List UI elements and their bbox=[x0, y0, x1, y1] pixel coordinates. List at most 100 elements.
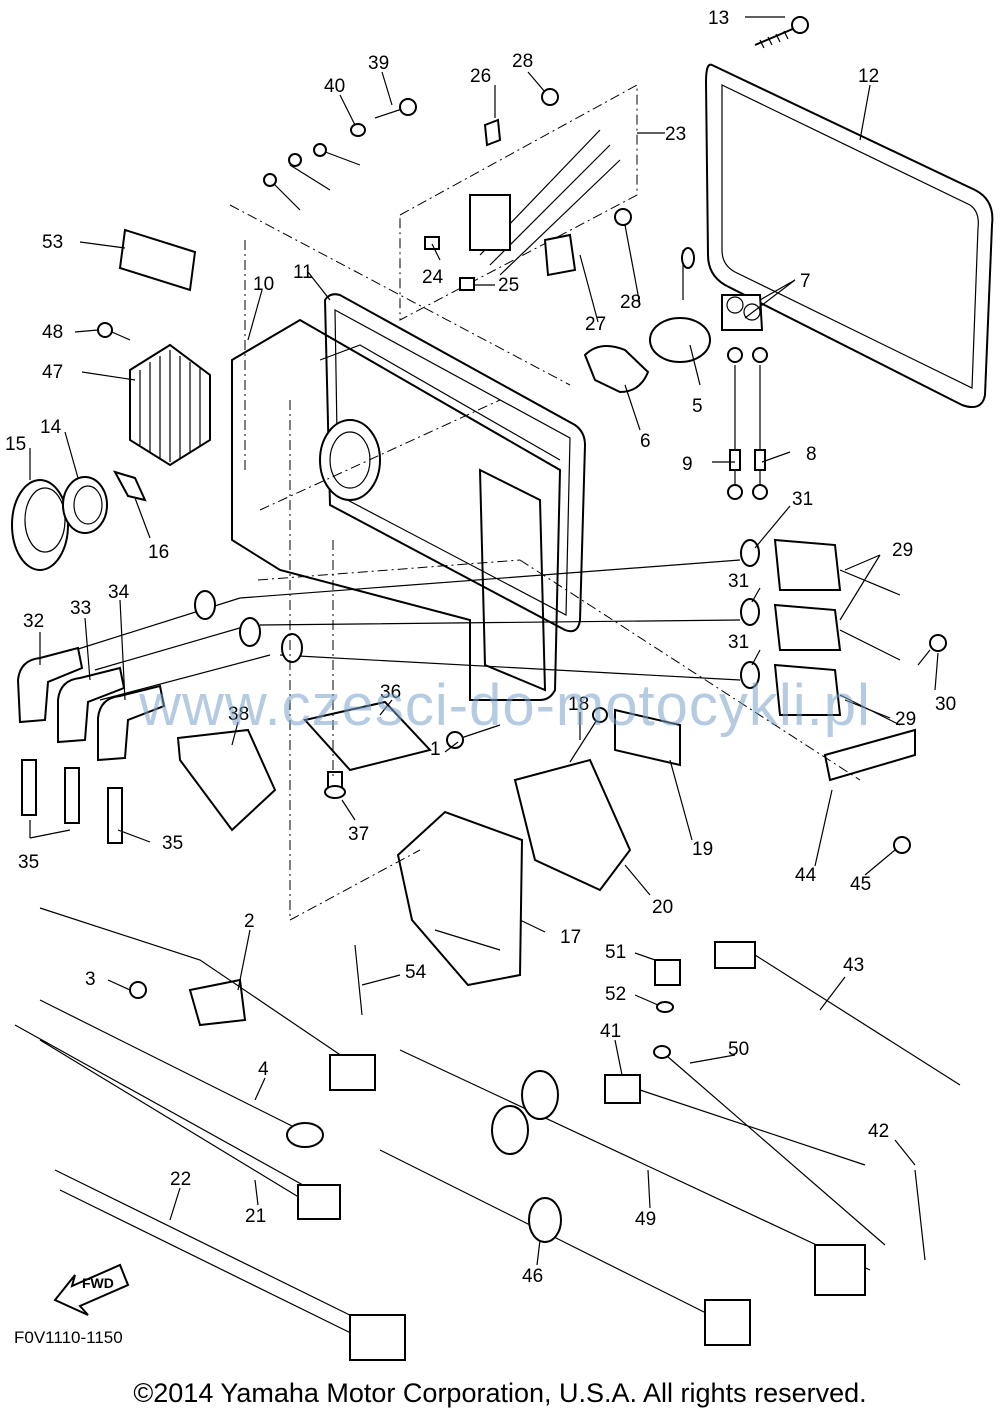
holder-6 bbox=[583, 345, 650, 394]
fuse-24 bbox=[424, 236, 440, 250]
harness-22 bbox=[54, 1169, 406, 1361]
battery-leads bbox=[263, 143, 361, 211]
callout-35b: 35 bbox=[162, 833, 183, 854]
callout-41: 41 bbox=[600, 1021, 621, 1042]
lead-4 bbox=[39, 999, 324, 1148]
callout-51: 51 bbox=[605, 942, 626, 963]
callout-49: 49 bbox=[635, 1209, 656, 1230]
bolt-30 bbox=[917, 634, 947, 666]
cdi-unit-17 bbox=[396, 810, 524, 987]
watermark: www.czesci-do-motocykli.pl bbox=[139, 673, 871, 738]
callout-46: 46 bbox=[522, 1266, 543, 1287]
fwd-label: FWD bbox=[82, 1275, 114, 1291]
callout-48: 48 bbox=[42, 322, 63, 343]
callout-25: 25 bbox=[498, 275, 519, 296]
callout-29a: 29 bbox=[892, 540, 913, 561]
callout-15: 15 bbox=[5, 434, 26, 455]
callout-30: 30 bbox=[935, 694, 956, 715]
callout-16: 16 bbox=[148, 542, 169, 563]
clamp-38 bbox=[176, 728, 277, 832]
callout-17: 17 bbox=[560, 927, 581, 948]
callout-12: 12 bbox=[858, 66, 879, 87]
fuse-25 bbox=[459, 277, 475, 291]
callout-1: 1 bbox=[430, 739, 441, 760]
bolt-28a bbox=[541, 88, 559, 106]
gasket-12 bbox=[704, 63, 994, 408]
bolt-39 bbox=[374, 98, 417, 119]
clip-16 bbox=[112, 470, 147, 502]
connector-7 bbox=[721, 294, 764, 331]
bolt-45 bbox=[893, 836, 911, 854]
sensor-50 bbox=[653, 1045, 886, 1246]
bracket-27 bbox=[543, 233, 577, 277]
diagram-code: F0V1110-1150 bbox=[14, 1328, 123, 1347]
cap-15 bbox=[11, 479, 69, 571]
relay-5 bbox=[649, 247, 711, 363]
callout-45: 45 bbox=[850, 874, 871, 895]
callout-28a: 28 bbox=[512, 51, 533, 72]
callout-3: 3 bbox=[85, 969, 96, 990]
callout-27: 27 bbox=[585, 314, 606, 335]
bolt-28b bbox=[614, 208, 632, 226]
bolt-3 bbox=[129, 981, 147, 999]
fwd-arrow: FWD bbox=[53, 1263, 130, 1316]
callout-31c: 31 bbox=[728, 632, 749, 653]
bracket-44 bbox=[823, 728, 916, 782]
terminal-set-23 bbox=[399, 84, 638, 321]
callout-33: 33 bbox=[70, 598, 91, 619]
harness-46 bbox=[379, 1149, 751, 1346]
callout-26: 26 bbox=[470, 66, 491, 87]
callout-31b: 31 bbox=[728, 571, 749, 592]
screw-13 bbox=[754, 16, 809, 49]
callout-13: 13 bbox=[708, 8, 729, 29]
callout-32: 32 bbox=[23, 611, 44, 632]
callout-18: 18 bbox=[568, 694, 589, 715]
tie-42 bbox=[914, 1169, 926, 1261]
bolt-51 bbox=[654, 959, 681, 986]
plate-36 bbox=[303, 700, 432, 772]
lead-8-9 bbox=[727, 347, 768, 500]
callout-5: 5 bbox=[692, 396, 703, 417]
callout-53: 53 bbox=[42, 232, 63, 253]
callout-35a: 35 bbox=[18, 852, 39, 873]
callout-39: 39 bbox=[368, 53, 389, 74]
screw-37 bbox=[324, 771, 346, 799]
harness-21 bbox=[14, 1024, 341, 1220]
assembly-lines bbox=[229, 204, 861, 921]
washer-40 bbox=[350, 123, 366, 137]
rectifier-47 bbox=[129, 343, 211, 467]
harness-2 bbox=[39, 907, 376, 1091]
bolt-48 bbox=[97, 322, 131, 341]
spark-plugs-35 bbox=[21, 759, 123, 844]
callout-8: 8 bbox=[806, 444, 817, 465]
plug-caps-32-33-34 bbox=[16, 646, 166, 762]
callout-23: 23 bbox=[665, 124, 686, 145]
callout-29b: 29 bbox=[895, 709, 916, 730]
bracket-26 bbox=[483, 118, 502, 147]
callout-19: 19 bbox=[692, 839, 713, 860]
callout-54: 54 bbox=[405, 962, 427, 983]
callout-7: 7 bbox=[800, 271, 811, 292]
sensor-43 bbox=[714, 941, 961, 1086]
callout-6: 6 bbox=[640, 431, 651, 452]
washer-52 bbox=[656, 1001, 674, 1013]
callout-20: 20 bbox=[652, 897, 673, 918]
callout-40: 40 bbox=[324, 76, 345, 97]
leader-lines bbox=[29, 16, 939, 1266]
callout-42: 42 bbox=[868, 1121, 889, 1142]
callout-14: 14 bbox=[40, 417, 62, 438]
grommets-31 bbox=[740, 539, 760, 689]
copyright-text: ©2014 Yamaha Motor Corporation, U.S.A. A… bbox=[133, 1378, 867, 1408]
callout-9: 9 bbox=[682, 454, 693, 475]
bolt-18 bbox=[569, 714, 601, 763]
holder-19 bbox=[614, 708, 681, 767]
callout-22: 22 bbox=[170, 1169, 191, 1190]
callout-44: 44 bbox=[795, 865, 817, 886]
callout-50: 50 bbox=[728, 1039, 749, 1060]
callout-37: 37 bbox=[348, 824, 369, 845]
callout-11: 11 bbox=[293, 262, 313, 283]
callout-4: 4 bbox=[258, 1059, 269, 1080]
callout-28b: 28 bbox=[620, 292, 641, 313]
ring-14 bbox=[62, 476, 108, 534]
